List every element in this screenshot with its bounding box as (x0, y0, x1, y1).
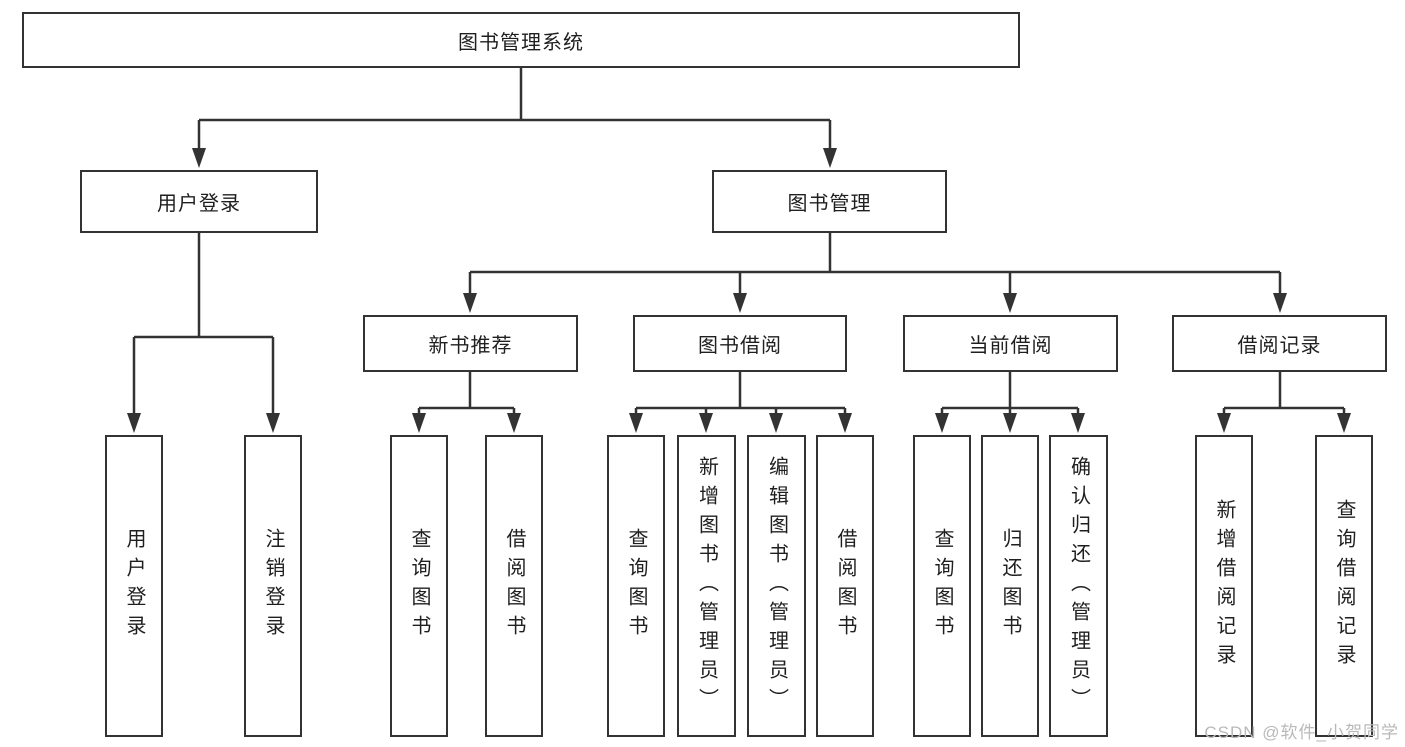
arrowhead (1071, 413, 1085, 433)
leaf-return-books: 归还图书 (981, 435, 1039, 737)
leaf-user-login: 用户登录 (105, 435, 163, 737)
node-book-management: 图书管理 (712, 170, 947, 233)
leaf-confirm-return-admin: 确认归还（管理员） (1049, 435, 1108, 737)
arrowhead (823, 148, 837, 168)
arrowhead (192, 148, 206, 168)
leaf-query-books-current: 查询图书 (913, 435, 971, 737)
arrowhead (1217, 413, 1231, 433)
arrowhead (127, 413, 141, 433)
leaf-query-borrow-record: 查询借阅记录 (1315, 435, 1373, 737)
arrowhead (266, 413, 280, 433)
leaf-add-books-admin: 新增图书（管理员） (677, 435, 736, 737)
csdn-watermark: CSDN @软件_小贺同学 (1204, 723, 1399, 742)
leaf-borrow-books: 借阅图书 (816, 435, 874, 737)
leaf-borrow-books-recommend: 借阅图书 (485, 435, 543, 737)
node-root: 图书管理系统 (22, 12, 1020, 68)
leaf-query-books-recommend: 查询图书 (390, 435, 448, 737)
arrowhead (1337, 413, 1351, 433)
arrowhead (1273, 293, 1287, 313)
arrowhead (463, 293, 477, 313)
node-user-login-branch: 用户登录 (80, 170, 318, 233)
node-current-borrow: 当前借阅 (903, 315, 1118, 372)
leaf-add-borrow-record: 新增借阅记录 (1195, 435, 1253, 737)
arrowhead (1003, 413, 1017, 433)
arrowhead (507, 413, 521, 433)
arrowhead (629, 413, 643, 433)
arrowhead (699, 413, 713, 433)
arrowhead (733, 293, 747, 313)
arrowhead (935, 413, 949, 433)
arrowhead (769, 413, 783, 433)
arrowhead (412, 413, 426, 433)
node-new-book-recommend: 新书推荐 (363, 315, 578, 372)
node-book-borrow: 图书借阅 (633, 315, 847, 372)
leaf-query-books-borrow: 查询图书 (607, 435, 665, 737)
arrowhead (1003, 293, 1017, 313)
node-borrow-records: 借阅记录 (1172, 315, 1387, 372)
leaf-edit-books-admin: 编辑图书（管理员） (747, 435, 806, 737)
arrowhead (838, 413, 852, 433)
leaf-logout: 注销登录 (244, 435, 302, 737)
